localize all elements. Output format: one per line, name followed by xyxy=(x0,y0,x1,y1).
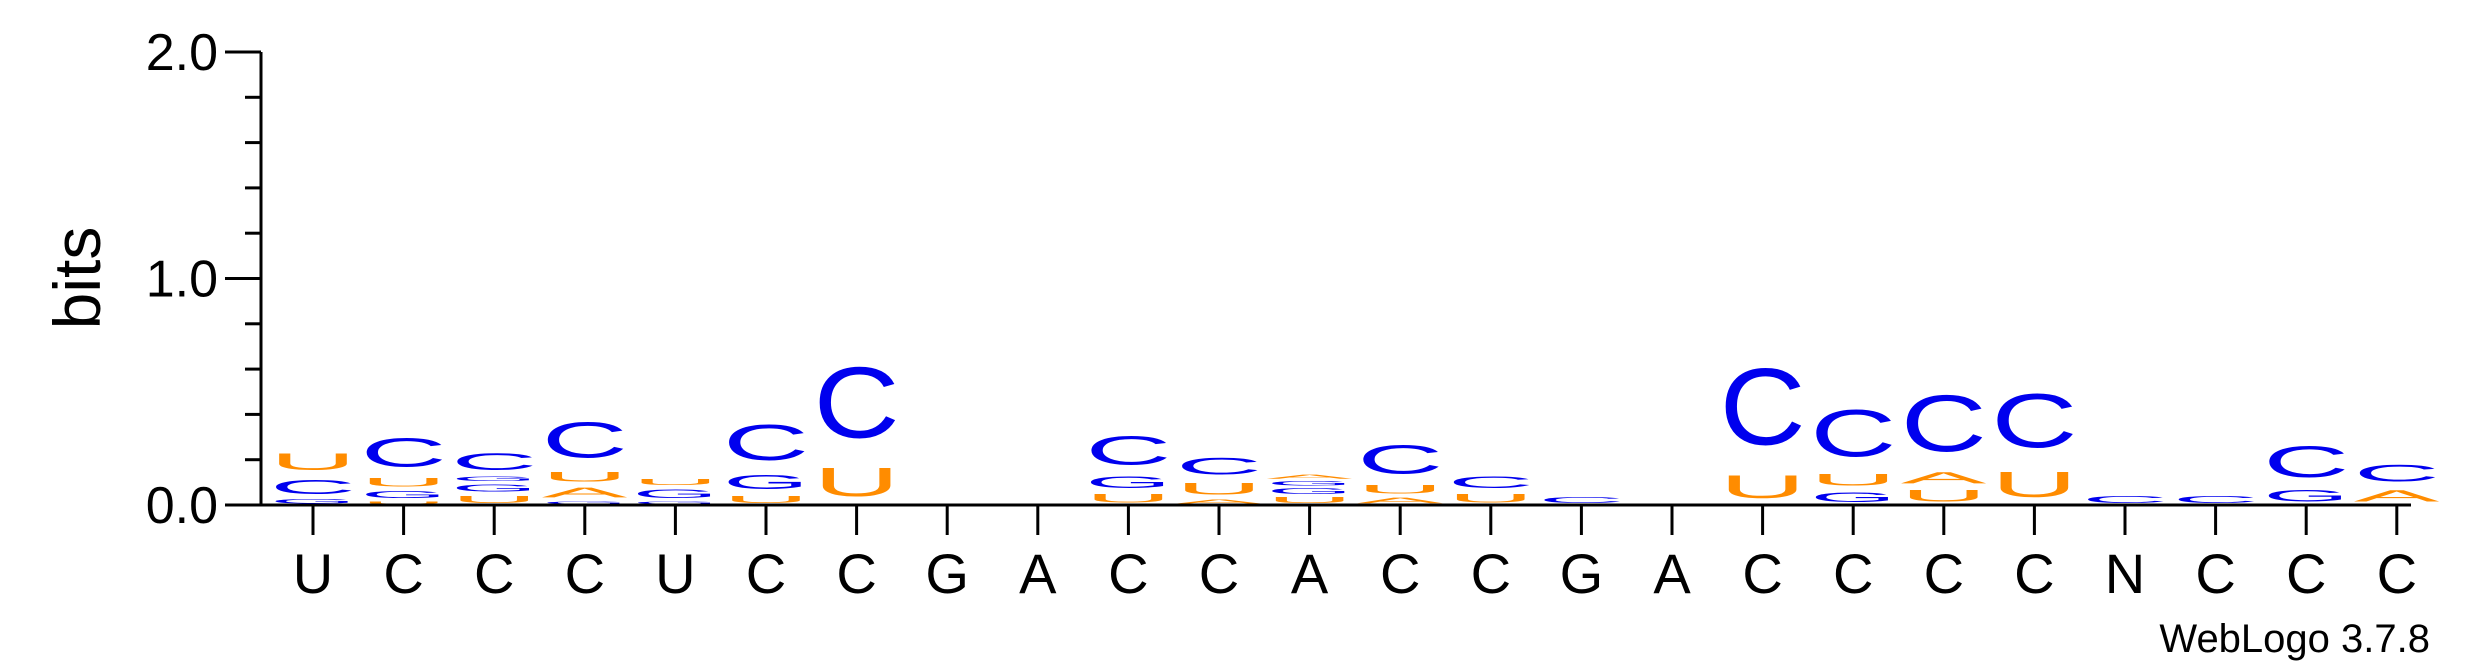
x-tick-label: C xyxy=(1108,542,1148,605)
logo-letter: C xyxy=(451,448,537,475)
x-tick-label: A xyxy=(1291,542,1329,605)
logo-letter: U xyxy=(361,475,447,489)
logo-letter: C xyxy=(1538,496,1624,505)
logo-letter: G xyxy=(451,482,537,493)
logo-letter: U xyxy=(1720,469,1806,505)
logo-letter: A xyxy=(542,485,628,501)
y-axis-label: bits xyxy=(40,227,114,330)
x-tick-label: C xyxy=(1924,542,1964,605)
x-tick-label: C xyxy=(746,542,786,605)
logo-letter: G xyxy=(632,500,718,505)
logo-letter: A xyxy=(1357,496,1443,505)
logo-letter: U xyxy=(723,494,809,505)
x-tick-label: N xyxy=(2105,542,2145,605)
x-tick-label: C xyxy=(474,542,514,605)
logo-letter: U xyxy=(1901,487,1987,505)
logo-letter: C xyxy=(814,347,900,460)
logo-letter: G xyxy=(542,500,628,505)
logo-letter: U xyxy=(1357,482,1443,496)
logo-letter: U xyxy=(361,500,447,505)
logo-letter: U xyxy=(1176,480,1262,498)
logo-letter: A xyxy=(1267,473,1353,480)
logo-letter: C xyxy=(2173,494,2259,505)
y-tick-label: 0.0 xyxy=(146,477,218,535)
x-tick-label: C xyxy=(383,542,423,605)
logo-letter: U xyxy=(451,494,537,505)
logo-letter: C xyxy=(1991,378,2077,464)
weblogo-credit: WebLogo 3.7.8 xyxy=(2159,617,2430,661)
logo-letter: U xyxy=(814,460,900,505)
x-tick-label: C xyxy=(1471,542,1511,605)
logo-letter: C xyxy=(270,476,356,498)
x-tick-label: C xyxy=(2377,542,2417,605)
logo-letter: C xyxy=(1085,428,1171,473)
logo-letter: G xyxy=(1085,473,1171,491)
logo-letter: G xyxy=(1810,489,1896,505)
y-tick-label: 2.0 xyxy=(146,24,218,82)
x-tick-label: C xyxy=(2195,542,2235,605)
x-tick-label: C xyxy=(1380,542,1420,605)
x-tick-label: C xyxy=(1199,542,1239,605)
x-tick-label: C xyxy=(836,542,876,605)
logo-letter: G xyxy=(2263,487,2349,505)
logo-letter: U xyxy=(632,478,718,487)
logo-letter: A xyxy=(2354,487,2440,505)
logo-letter: C xyxy=(1357,437,1443,482)
x-tick-label: U xyxy=(293,542,333,605)
x-tick-label: G xyxy=(1560,542,1604,605)
logo-letter: C xyxy=(1448,473,1534,491)
logo-letter: C xyxy=(2263,437,2349,486)
logo-letter: C xyxy=(723,415,809,471)
x-tick-label: U xyxy=(655,542,695,605)
x-tick-label: C xyxy=(2014,542,2054,605)
y-tick-label: 1.0 xyxy=(146,251,218,309)
x-tick-label: G xyxy=(925,542,969,605)
logo-letter: G xyxy=(1267,480,1353,487)
logo-letter: C xyxy=(1720,347,1806,468)
logo-letter: G xyxy=(1267,487,1353,496)
logo-letter: G xyxy=(632,487,718,501)
logo-letter: U xyxy=(1991,464,2077,505)
logo-letter: C xyxy=(2082,494,2168,505)
x-tick-label: C xyxy=(1742,542,1782,605)
x-tick-label: C xyxy=(1833,542,1873,605)
x-tick-label: C xyxy=(565,542,605,605)
logo-letter: C xyxy=(1176,453,1262,480)
x-tick-label: A xyxy=(1653,542,1691,605)
logo-letter: C xyxy=(1810,397,1896,471)
logo-letter: C xyxy=(542,412,628,468)
logo-letter: U xyxy=(1085,491,1171,505)
logo-letter: U xyxy=(542,469,628,485)
logo-letter: G xyxy=(361,489,447,500)
x-tick-label: C xyxy=(2286,542,2326,605)
logo-letter: C xyxy=(2354,460,2440,487)
logo-letter: G xyxy=(723,471,809,494)
logo-letter: U xyxy=(1448,491,1534,505)
logo-letter: G xyxy=(451,476,537,483)
logo-letter: U xyxy=(1810,471,1896,489)
x-tick-label: A xyxy=(1019,542,1057,605)
logo-letter: C xyxy=(1901,378,1987,469)
logo-letter: G xyxy=(270,498,356,505)
logo-letter: U xyxy=(270,448,356,475)
y-axis-ticks: 0.0 1.0 2.0 xyxy=(146,24,261,535)
logo-letter: A xyxy=(1176,498,1262,505)
logo-letter: U xyxy=(1267,496,1353,505)
logo-letter: C xyxy=(361,430,447,475)
logo-letter: A xyxy=(1901,469,1987,487)
